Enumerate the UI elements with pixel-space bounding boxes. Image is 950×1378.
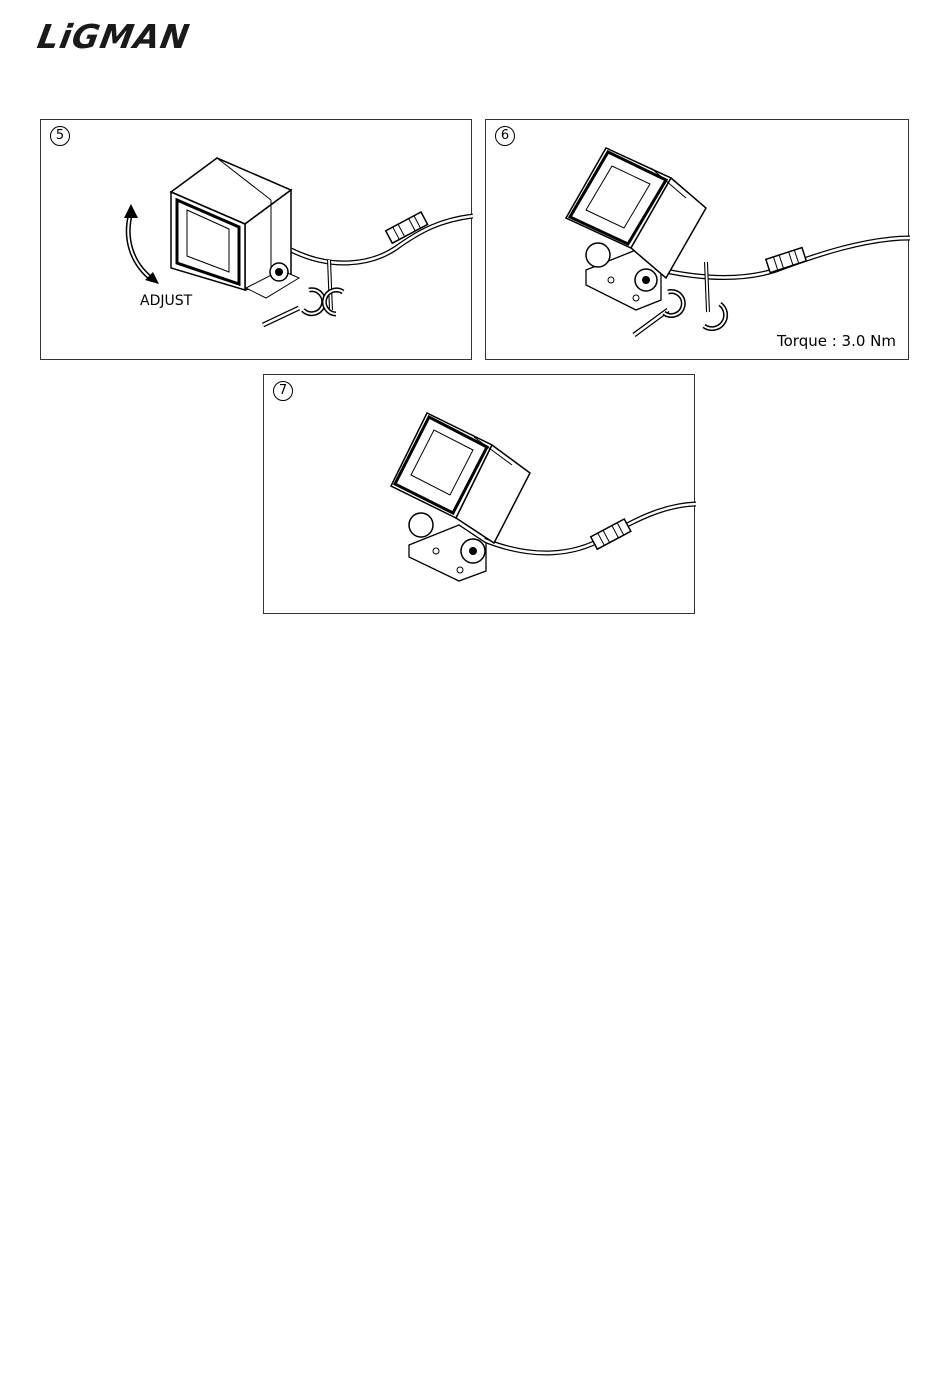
step-5-illustration <box>41 120 473 361</box>
step-5-panel: 5 <box>40 119 472 360</box>
torque-label: Torque : 3.0 Nm <box>777 332 896 350</box>
step-6-illustration <box>486 120 910 361</box>
ligman-logo: LiGMAN <box>35 20 231 54</box>
step-6-panel: 6 Torque : 3 <box>485 119 909 360</box>
step-7-illustration <box>264 375 696 615</box>
step-7-panel: 7 <box>263 374 695 614</box>
adjust-label: ADJUST <box>140 293 192 309</box>
